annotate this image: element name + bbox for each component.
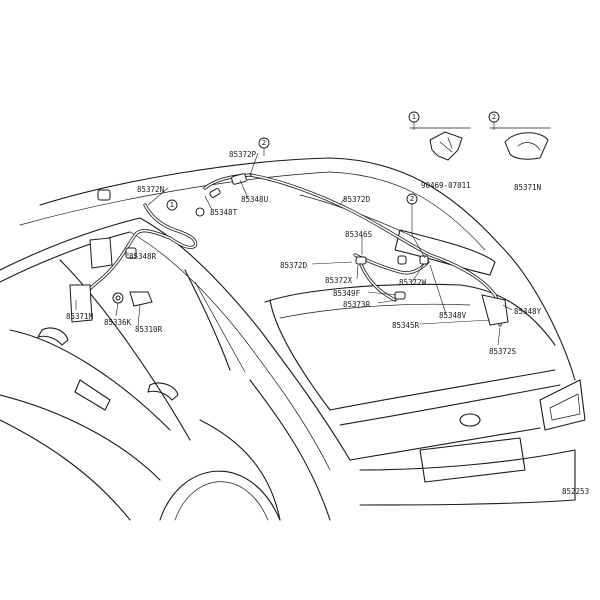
connector-85348T (209, 188, 221, 198)
joint-85348R (125, 247, 137, 259)
label-85348V: 85348V (439, 311, 467, 320)
callout-number: 2 (262, 139, 266, 147)
label-85345R: 85345R (392, 321, 420, 330)
label-85372S: 85372S (489, 347, 517, 356)
car-body (0, 157, 586, 521)
connector-85372X (355, 256, 367, 265)
callout-number: 1 (170, 201, 174, 209)
label-85310R: 85310R (135, 325, 163, 334)
label-85372D: 85372D (280, 261, 308, 270)
callout-2-top: 2 (488, 111, 500, 123)
label-85371N: 85371N (514, 183, 541, 192)
nozzle-85371M (69, 284, 93, 323)
label-85372P: 85372P (229, 150, 257, 159)
label-85348T: 85348T (210, 208, 238, 217)
label-85349F: 85349F (333, 289, 361, 298)
hose-parts (69, 173, 509, 326)
callout-2-roof: 2 (258, 137, 270, 149)
callout-1-front: 1 (166, 199, 178, 211)
label-85373R: 85373R (343, 300, 371, 309)
label-85372X: 85372X (325, 276, 353, 285)
label-85372N: 85372N (137, 185, 164, 194)
callout-number: 1 (412, 113, 416, 121)
label-85348Y: 85348Y (514, 307, 542, 316)
connector-85372W (419, 255, 429, 265)
label-90469-07011: 90469-07011 (421, 181, 471, 190)
callout-1-top: 1 (408, 111, 420, 123)
connector-85348U (231, 173, 247, 185)
clip-90469-07011 (429, 131, 463, 161)
inset-parts (409, 127, 551, 161)
label-85348U: 85348U (241, 195, 268, 204)
drawing-id: 852253 (562, 487, 589, 496)
motor-85310R (129, 291, 153, 307)
clip-85348T (195, 207, 205, 217)
label-85348R: 85348R (129, 252, 157, 261)
connector-85349F (394, 291, 406, 300)
callout-number: 2 (410, 195, 414, 203)
label-85336K: 85336K (104, 318, 132, 327)
nozzle-bracket (89, 237, 113, 269)
connector-85346S (397, 255, 407, 265)
label-85371M: 85371M (66, 312, 94, 321)
label-85372W: 85372W (399, 278, 427, 287)
leader-lines (75, 122, 513, 346)
nozzle-85345R (481, 294, 509, 326)
label-85346S: 85346S (345, 230, 373, 239)
part-labels: 85372P 85372N 85348U 85348T 85348R 85372… (66, 150, 589, 496)
callout-2-rear: 2 (406, 193, 418, 205)
label-85372D-top: 85372D (343, 195, 371, 204)
callout-number: 2 (492, 113, 496, 121)
clip-top (97, 189, 111, 201)
cap-85371N (504, 132, 549, 160)
